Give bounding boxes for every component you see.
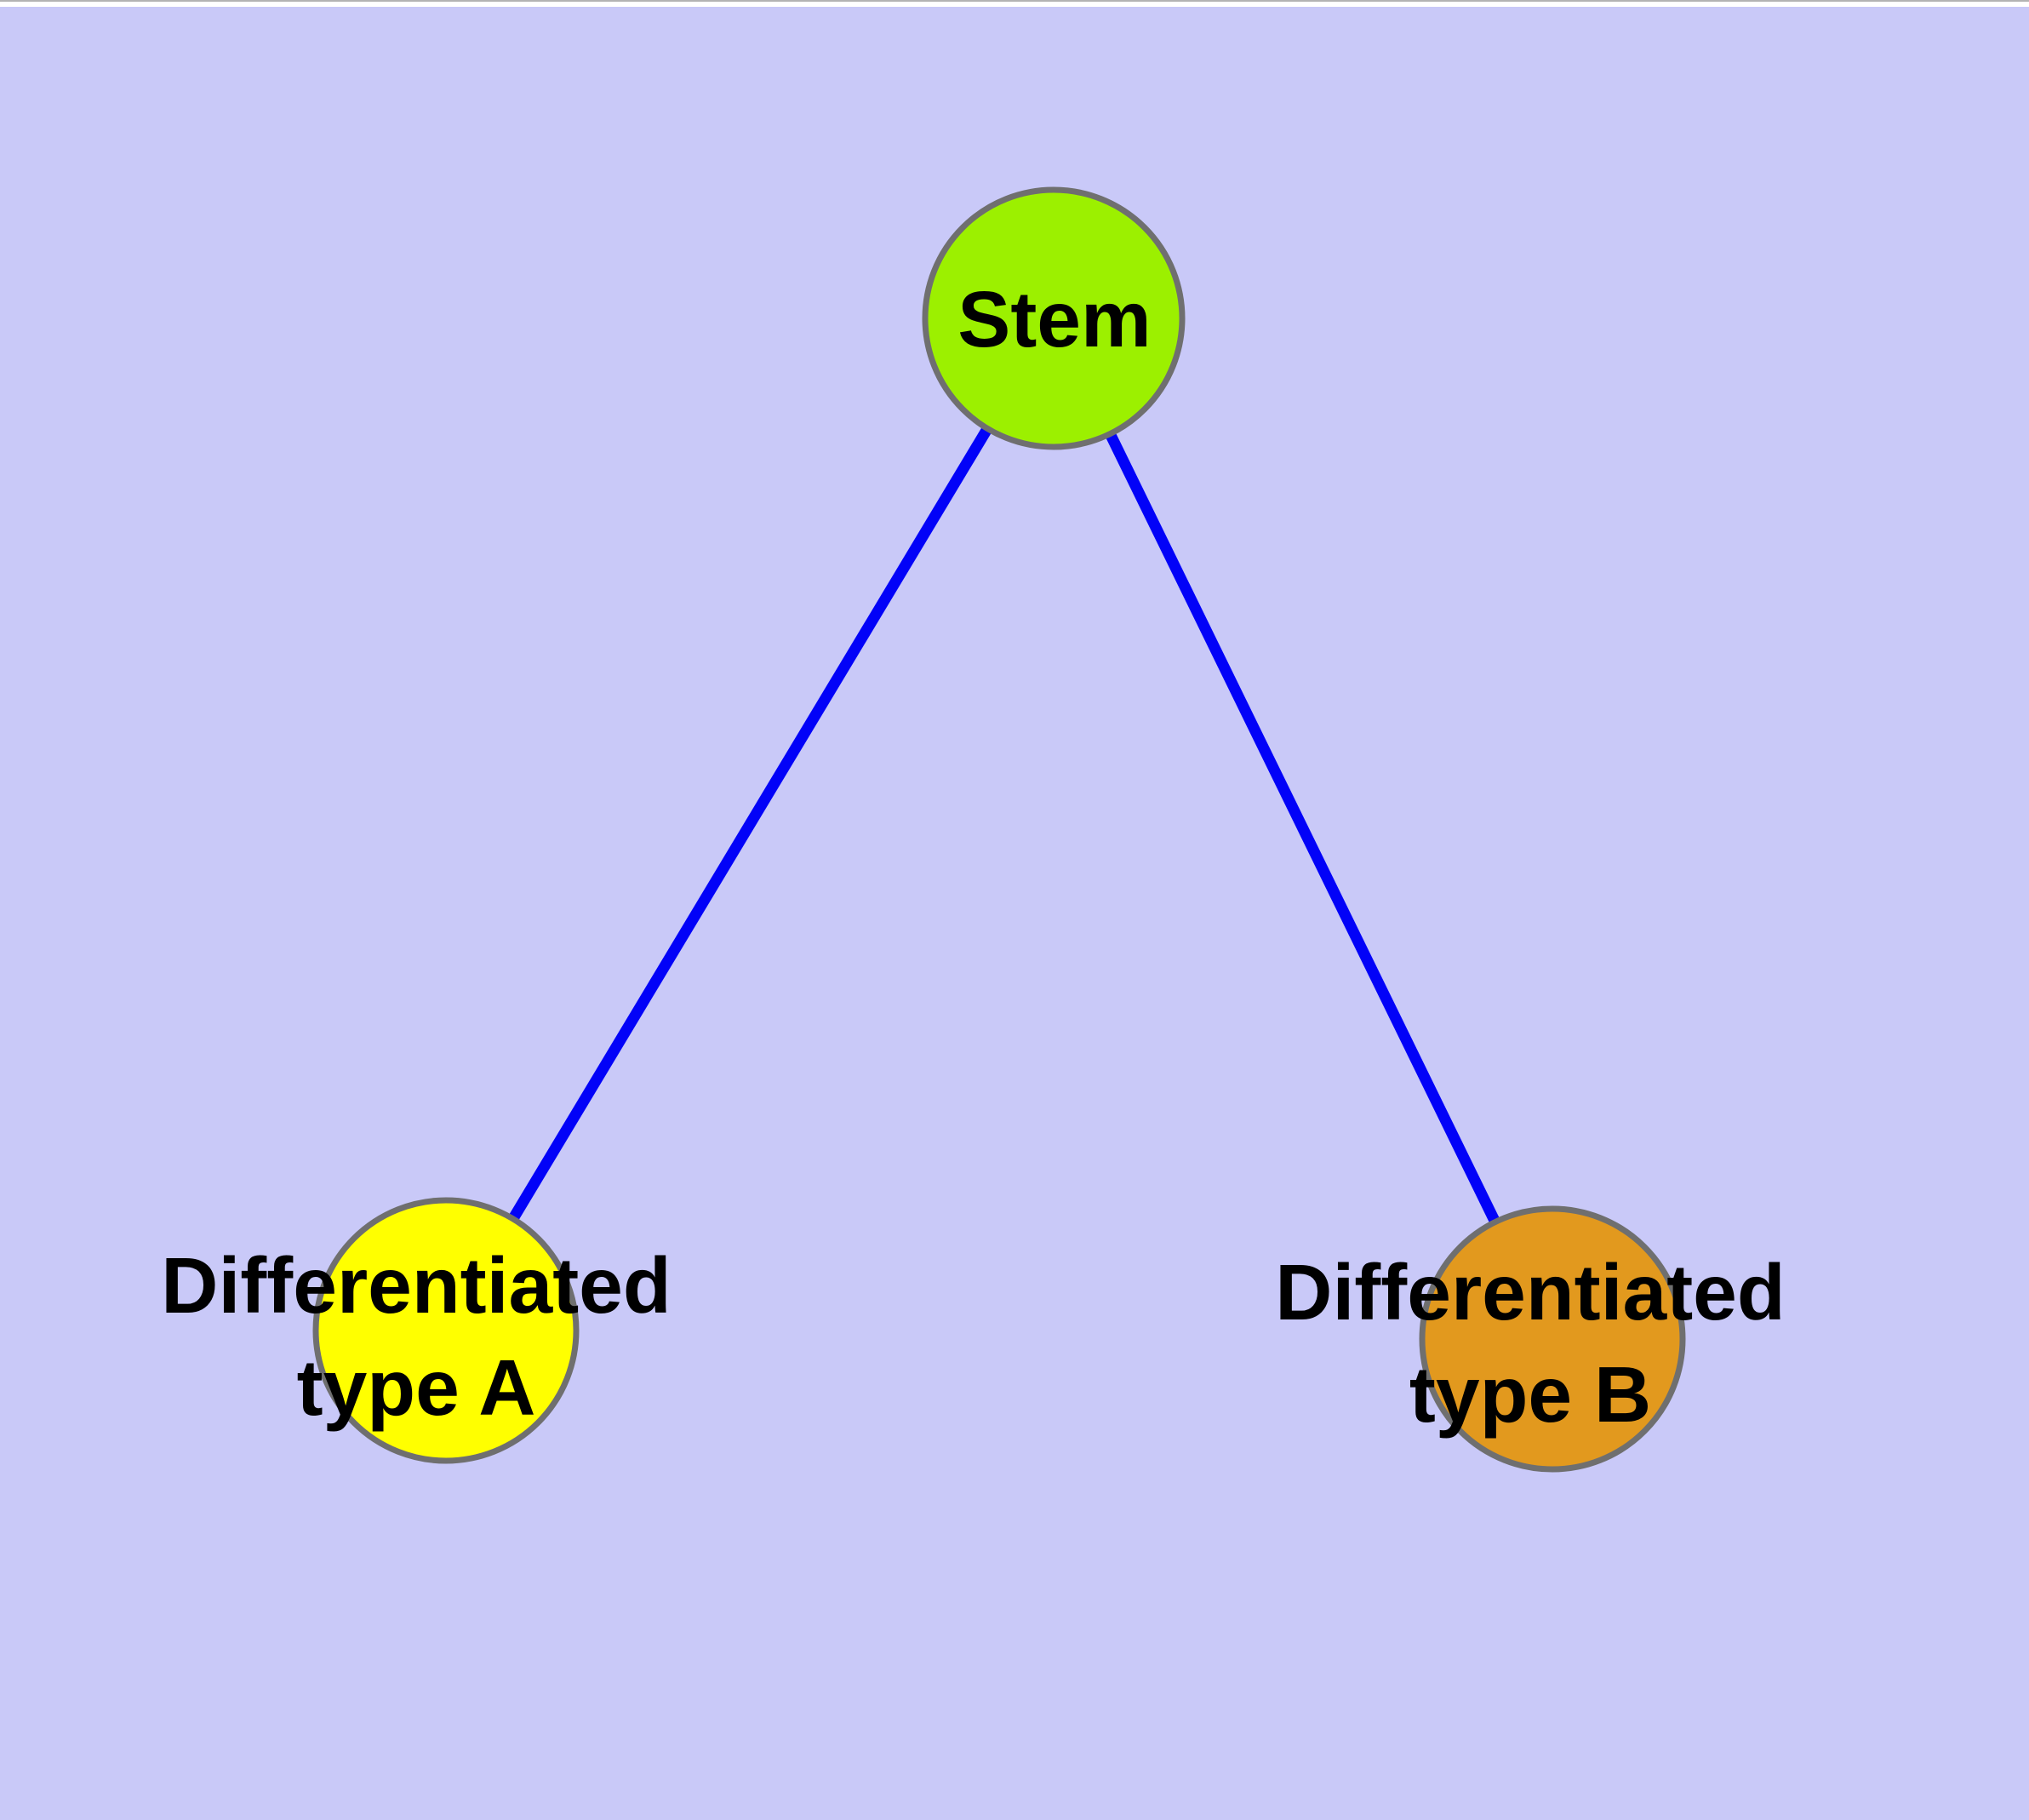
node-label-type-b: Differentiated type B <box>1275 1242 1785 1446</box>
edge-stem-to-type-a <box>441 315 1059 1334</box>
edge-stem-to-type-b <box>1049 316 1557 1342</box>
window-top-strip <box>0 0 2029 7</box>
node-label-stem-text: Stem <box>957 275 1152 364</box>
node-type-a-circle <box>312 1197 580 1464</box>
node-stem-circle <box>922 186 1186 450</box>
node-type-b-circle <box>1419 1205 1686 1473</box>
node-label-type-b-line1: Differentiated <box>1275 1248 1786 1337</box>
node-label-type-a: Differentiated type A <box>161 1235 671 1439</box>
node-label-type-b-line2: type B <box>1409 1350 1652 1439</box>
node-label-type-a-line1: Differentiated <box>161 1241 672 1331</box>
node-label-stem: Stem <box>957 269 1151 371</box>
node-label-type-a-line2: type A <box>296 1343 536 1432</box>
